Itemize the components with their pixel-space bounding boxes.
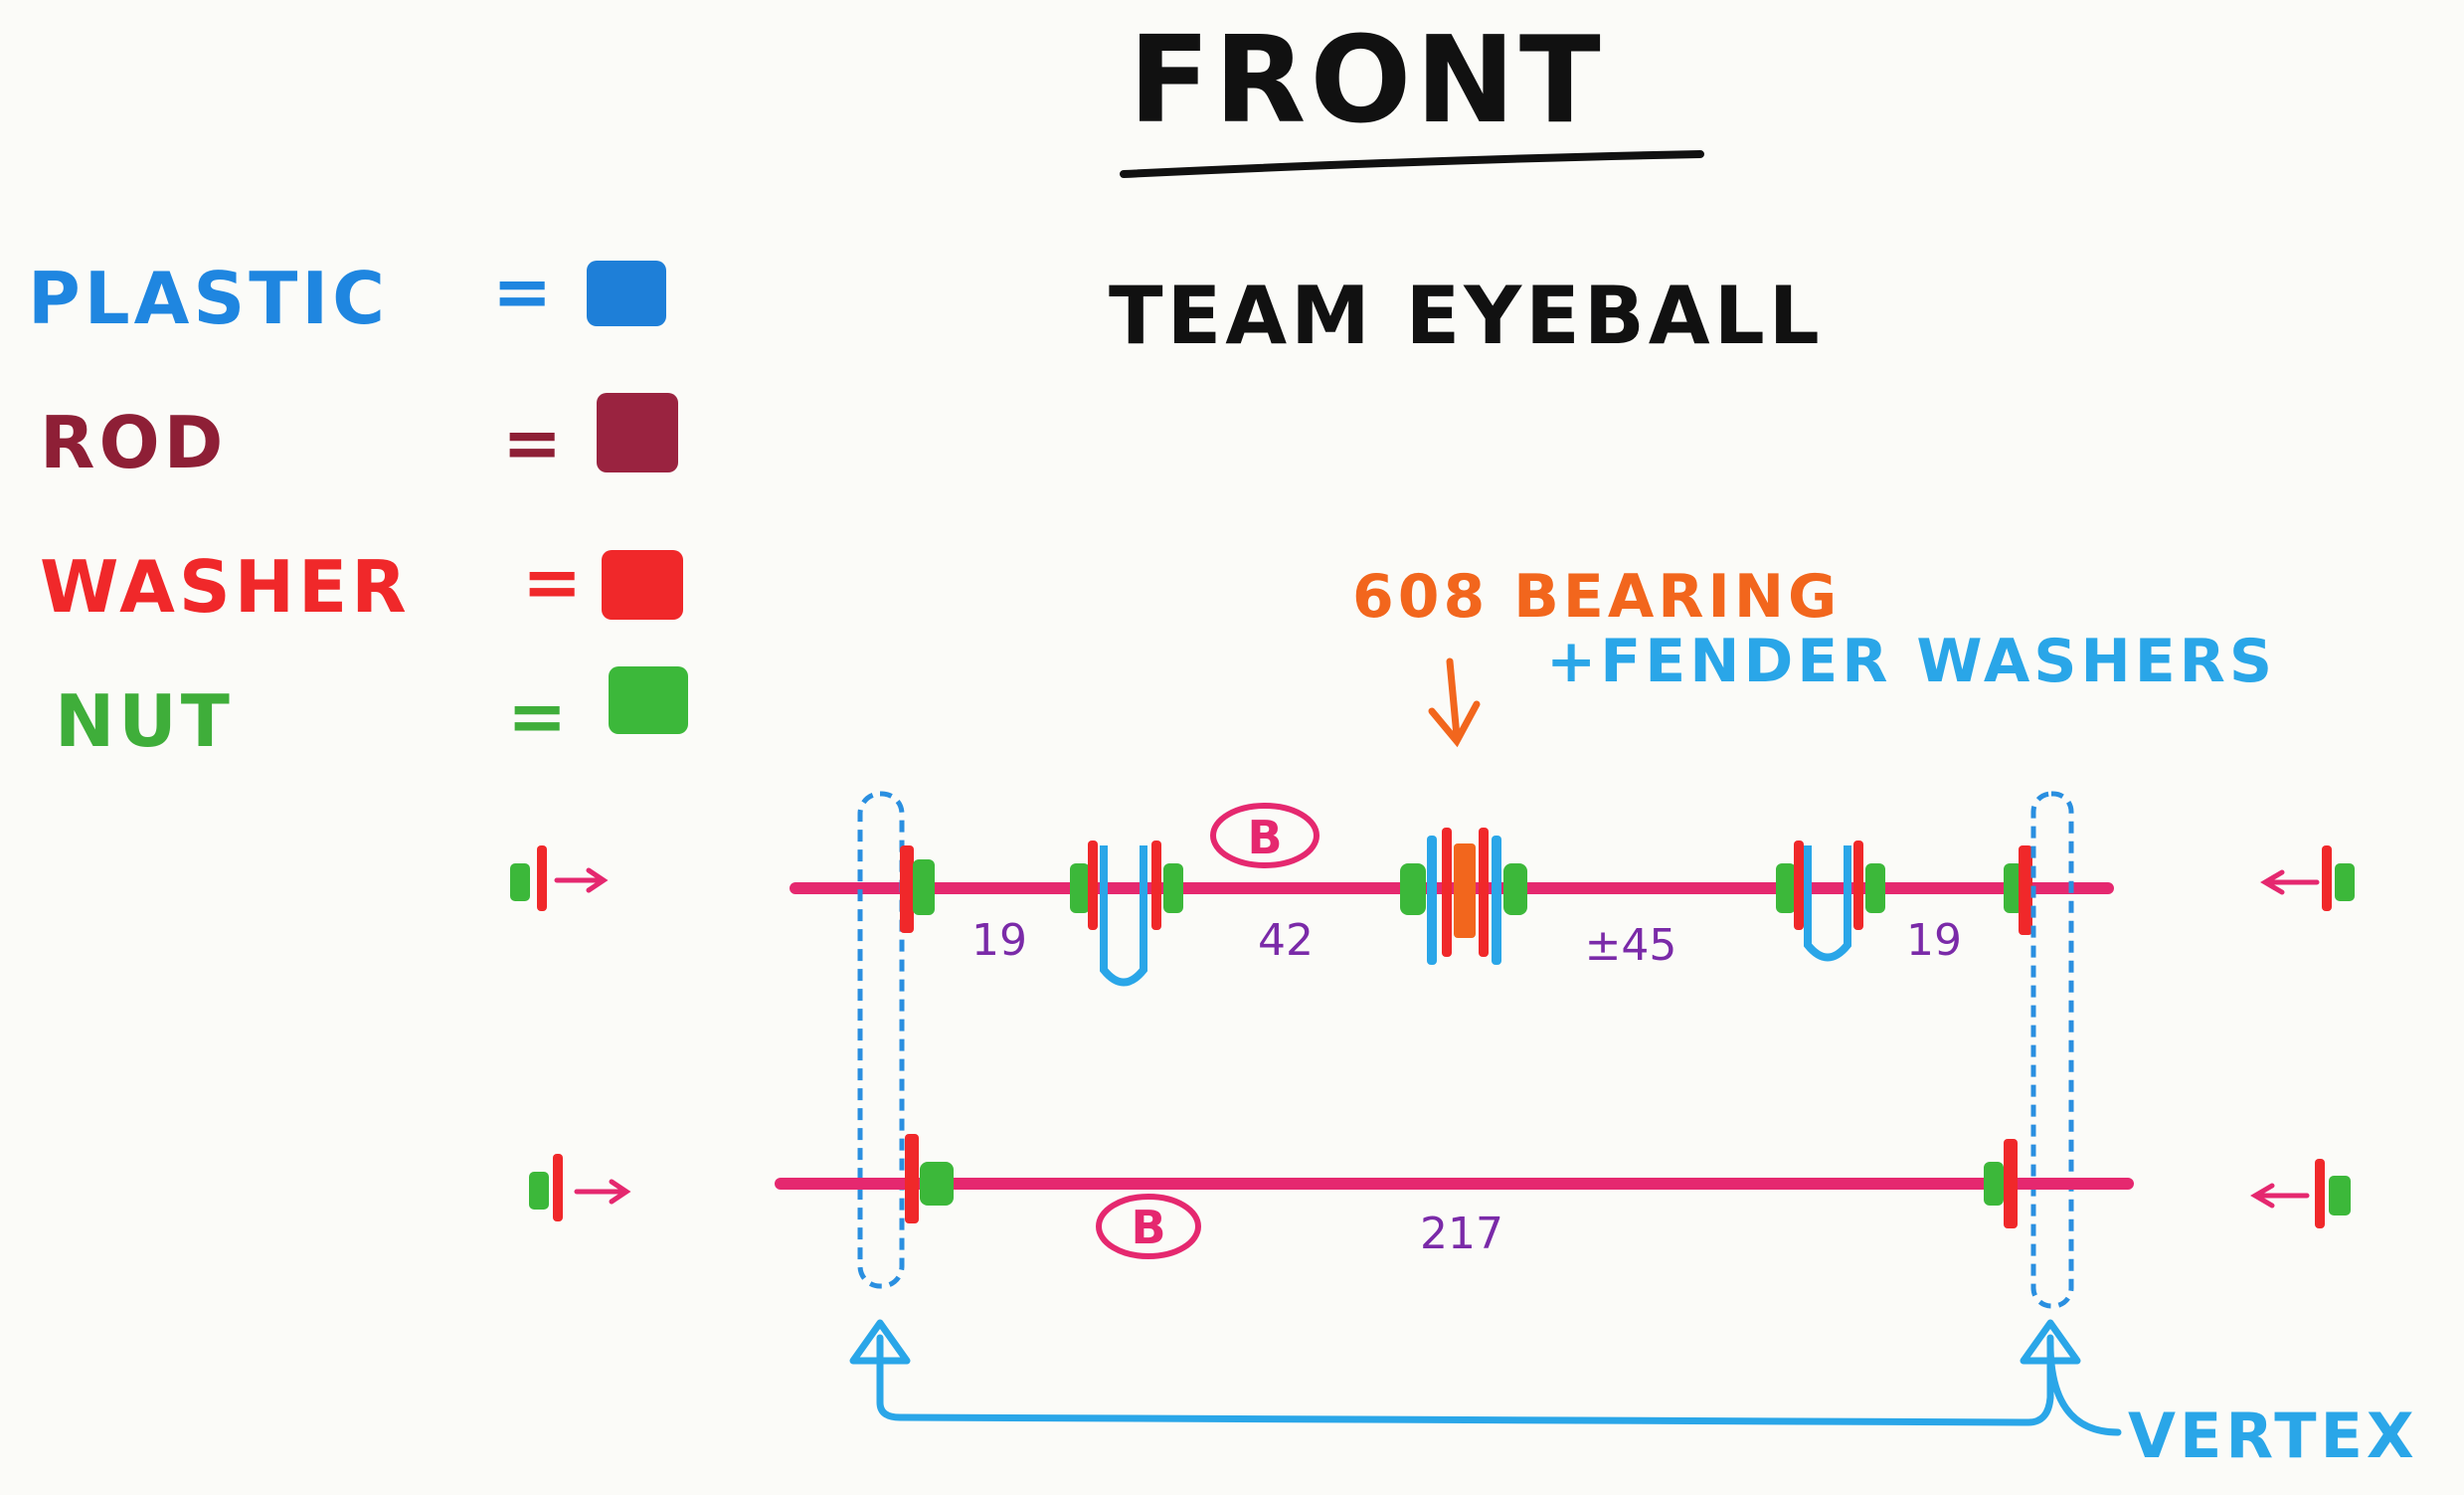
top-rod-assembly: B 19 42 ±45 19 [510, 791, 2355, 1309]
right-vertex-plastic [2030, 791, 2074, 1309]
bearing-callout: 608 BEARING [1352, 562, 1841, 632]
legend-swatch-rod [597, 393, 678, 472]
bottom-right-end-stop [2250, 1159, 2351, 1228]
legend-item-washer: WASHER = [40, 540, 683, 629]
left-vertex-plastic [857, 791, 905, 1289]
legend-equals-rod: = [502, 401, 566, 484]
legend-swatch-plastic [587, 261, 666, 326]
top-measure-1: 19 [971, 915, 1027, 966]
bottom-rod-badge: B [1131, 1201, 1165, 1254]
vertex-connector [849, 1319, 2122, 1436]
legend-swatch-nut [609, 666, 688, 734]
page-title: FRONT [1129, 12, 1605, 150]
top-rod-badge-circle [1210, 803, 1320, 868]
legend: PLASTIC = ROD = WASHER = NUT = [28, 250, 688, 763]
top-measure-4: 19 [1906, 915, 1962, 966]
bearing-stack [1400, 828, 1527, 965]
legend-equals-washer: = [522, 540, 586, 624]
top-clip-1 [1070, 841, 1183, 987]
bearing-arrow [1428, 657, 1481, 748]
legend-item-rod: ROD = [40, 393, 678, 484]
legend-item-nut: NUT = [55, 666, 688, 763]
top-right-end-stop [2260, 845, 2355, 911]
bottom-rod-assembly: B 217 [529, 1134, 2351, 1259]
legend-label-plastic: PLASTIC [28, 257, 389, 340]
top-measure-3: ±45 [1585, 920, 1677, 971]
legend-equals-nut: = [507, 674, 571, 758]
vertex-label: VERTEX [2128, 1400, 2418, 1472]
legend-item-plastic: PLASTIC = [28, 250, 666, 340]
bottom-left-end-stop [529, 1154, 631, 1221]
subtitle: TEAM EYEBALL [1109, 270, 1824, 362]
title-underline [1120, 150, 1704, 178]
left-vertex-arrowhead [849, 1319, 911, 1365]
bottom-rod-badge-circle [1096, 1194, 1201, 1259]
fender-callout: +FENDER WASHERS [1546, 627, 2276, 696]
top-rod-badge: B [1247, 811, 1282, 864]
legend-equals-plastic: = [492, 250, 556, 333]
top-clip-2 [1776, 841, 1885, 962]
bottom-measure: 217 [1420, 1209, 1503, 1259]
top-left-end-stop [510, 845, 609, 911]
legend-swatch-washer [602, 550, 683, 620]
legend-label-washer: WASHER [40, 545, 411, 629]
top-measure-2: 42 [1258, 915, 1314, 966]
legend-label-rod: ROD [40, 401, 227, 484]
legend-label-nut: NUT [55, 679, 234, 763]
